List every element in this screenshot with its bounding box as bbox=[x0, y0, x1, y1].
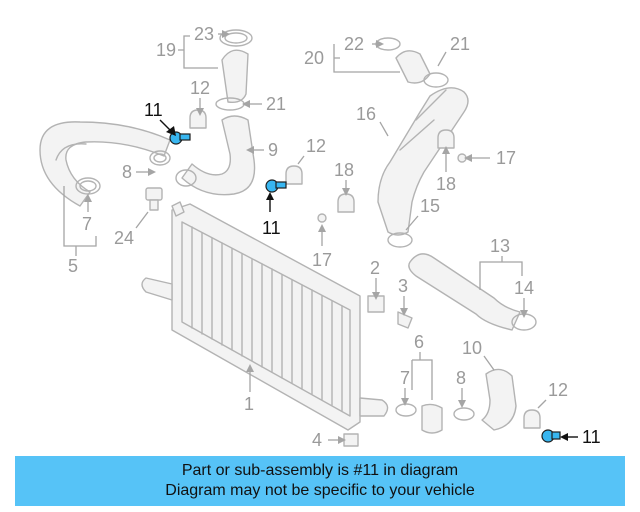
screw-17-left bbox=[317, 213, 327, 223]
info-banner: Part or sub-assembly is #11 in diagram D… bbox=[15, 456, 625, 506]
callout-17-left: 17 bbox=[312, 250, 332, 270]
callout-12-lower: 12 bbox=[548, 380, 568, 400]
callout-10: 10 bbox=[462, 338, 482, 358]
callout-11-upper: 11 bbox=[144, 100, 163, 120]
plug-12-center bbox=[285, 165, 303, 185]
cap-4 bbox=[343, 433, 359, 447]
callout-21-top: 21 bbox=[450, 34, 470, 54]
callout-21-center: 21 bbox=[266, 94, 286, 114]
callout-24: 24 bbox=[114, 228, 134, 248]
banner-line-1: Part or sub-assembly is #11 in diagram bbox=[181, 462, 459, 479]
callout-labels: 1 2 3 4 5 6 7 7 8 8 9 10 11 11 11 12 12 … bbox=[68, 24, 601, 450]
right-upper-pipe bbox=[375, 37, 469, 236]
plug-12-top bbox=[189, 109, 207, 129]
callout-12-center: 12 bbox=[306, 136, 326, 156]
banner-line-2: Diagram may not be specific to your vehi… bbox=[165, 482, 475, 499]
callout-9: 9 bbox=[268, 140, 278, 160]
lower-pipe-10 bbox=[481, 368, 517, 431]
callout-18-center: 18 bbox=[334, 160, 354, 180]
hose-clamp-7-left bbox=[75, 177, 101, 195]
callout-1: 1 bbox=[244, 394, 254, 414]
center-charge-pipe bbox=[175, 29, 256, 196]
callout-8-left: 8 bbox=[122, 162, 132, 182]
plug-12-lower bbox=[523, 409, 541, 429]
callout-14: 14 bbox=[514, 278, 534, 298]
bracket-2 bbox=[367, 295, 385, 313]
callout-6: 6 bbox=[414, 332, 424, 352]
left-charge-hose bbox=[39, 121, 171, 207]
callout-20: 20 bbox=[304, 48, 324, 68]
callout-19: 19 bbox=[156, 40, 176, 60]
callout-5: 5 bbox=[68, 256, 78, 276]
intercooler-radiator bbox=[141, 201, 389, 431]
clamp-15 bbox=[387, 232, 413, 248]
callout-22: 22 bbox=[344, 34, 364, 54]
callout-12-top: 12 bbox=[190, 78, 210, 98]
plug-18-center bbox=[337, 193, 355, 213]
highlighted-bolt-11-center bbox=[265, 179, 287, 193]
leader-lines bbox=[63, 30, 578, 444]
hose-clamp-8-left bbox=[149, 150, 171, 166]
callout-13: 13 bbox=[490, 236, 510, 256]
lower-pipe-6 bbox=[395, 403, 475, 434]
callout-16: 16 bbox=[356, 104, 376, 124]
callout-18-right: 18 bbox=[436, 174, 456, 194]
callout-2: 2 bbox=[370, 258, 380, 278]
bolt-3 bbox=[397, 311, 413, 329]
highlighted-bolt-11-lower bbox=[541, 429, 561, 443]
plug-18-right bbox=[437, 129, 455, 149]
callout-3: 3 bbox=[398, 276, 408, 296]
callout-23: 23 bbox=[194, 24, 214, 44]
callout-17-right: 17 bbox=[496, 148, 516, 168]
sensor-24 bbox=[145, 187, 163, 211]
callout-11-center: 11 bbox=[262, 218, 281, 238]
callout-15: 15 bbox=[420, 196, 440, 216]
callout-8-lower: 8 bbox=[456, 368, 466, 388]
callout-7-left: 7 bbox=[82, 214, 92, 234]
highlighted-bolt-11-upper bbox=[169, 131, 191, 145]
callout-7-lower: 7 bbox=[400, 368, 410, 388]
callout-11-lower: 11 bbox=[582, 427, 601, 447]
callout-4: 4 bbox=[312, 430, 322, 450]
